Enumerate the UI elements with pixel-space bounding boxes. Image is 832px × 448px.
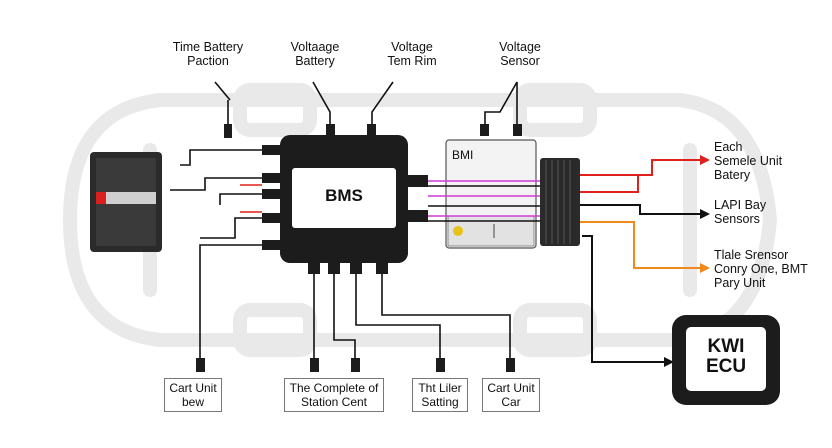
- top-label-line: Tem Rim: [387, 54, 437, 68]
- ecu-unit: [672, 315, 780, 405]
- top-label-line: Voltaage: [290, 40, 340, 54]
- bottom-label-cart-unit-bew: Cart Unit bew: [164, 378, 222, 412]
- top-label-line: Battery: [295, 54, 335, 68]
- bottom-label-line: Satting: [421, 395, 459, 409]
- right-label-line: Pary Unit: [714, 276, 766, 290]
- right-label-line: Sensors: [714, 212, 760, 226]
- bms-label: BMS: [325, 186, 363, 205]
- top-label-voltage-sensor: Voltage Sensor: [478, 40, 562, 68]
- bms-unit: [262, 135, 428, 274]
- top-label-time-battery: Time Battery Paction: [158, 40, 258, 68]
- bottom-label-line: Tht Liler: [418, 381, 462, 395]
- bmi-label: BMI: [452, 148, 474, 162]
- bms-left-wires: [170, 81, 265, 360]
- right-label-each-semele: Each Semele Unit Batery: [714, 140, 814, 182]
- right-label-line: Each: [714, 140, 743, 154]
- right-label-line: Batery: [714, 168, 751, 182]
- bottom-label-line: Cart Unit: [487, 381, 535, 395]
- magenta-wires: [428, 180, 548, 217]
- bottom-plugs: [196, 358, 515, 372]
- connector-block: [540, 158, 580, 246]
- ecu-label-line: KWI: [707, 336, 745, 357]
- left-red-wires: [240, 184, 262, 213]
- top-label-line: Paction: [187, 54, 229, 68]
- right-label-line: Semele Unit: [714, 154, 783, 168]
- bms-bottom-wires: [313, 274, 511, 360]
- bottom-label-cart-unit-car: Cart Unit Car: [482, 378, 540, 412]
- bottom-label-line: Cart Unit: [169, 381, 217, 395]
- bottom-label-line: Station Cent: [300, 395, 368, 409]
- bottom-label-tht-liler: Tht Liler Satting: [412, 378, 468, 412]
- right-label-tlale-srensor: Tlale Srensor Conry One, BMT Pary Unit: [714, 248, 824, 290]
- right-label-line: Tlale Srensor: [714, 248, 789, 262]
- right-label-line: Conry One, BMT: [714, 262, 808, 276]
- top-label-line: Voltage: [499, 40, 541, 54]
- bottom-label-line: The Complete of: [289, 381, 379, 395]
- black-bus-wires: [428, 185, 548, 222]
- arrowheads: [664, 155, 710, 367]
- top-label-line: Time Battery: [172, 40, 244, 54]
- ecu-label: KWI ECU: [686, 337, 766, 377]
- top-label-voltage-tem-rim: Voltage Tem Rim: [370, 40, 454, 68]
- top-leads: [312, 81, 518, 128]
- ecu-label-line: ECU: [705, 356, 747, 377]
- top-label-voltaage-battery: Voltaage Battery: [270, 40, 360, 68]
- bottom-label-line: Car: [501, 395, 521, 409]
- right-label-line: LAPI Bay: [714, 198, 767, 212]
- right-output-wires: [580, 159, 700, 363]
- top-label-line: Sensor: [500, 54, 540, 68]
- bottom-label-line: bew: [181, 395, 204, 409]
- bottom-label-complete-station: The Complete of Station Cent: [284, 378, 384, 412]
- top-label-line: Voltage: [391, 40, 433, 54]
- right-label-lapi-bay: LAPI Bay Sensors: [714, 198, 814, 226]
- battery-pack: [90, 152, 162, 252]
- top-connector-plugs: [224, 124, 522, 138]
